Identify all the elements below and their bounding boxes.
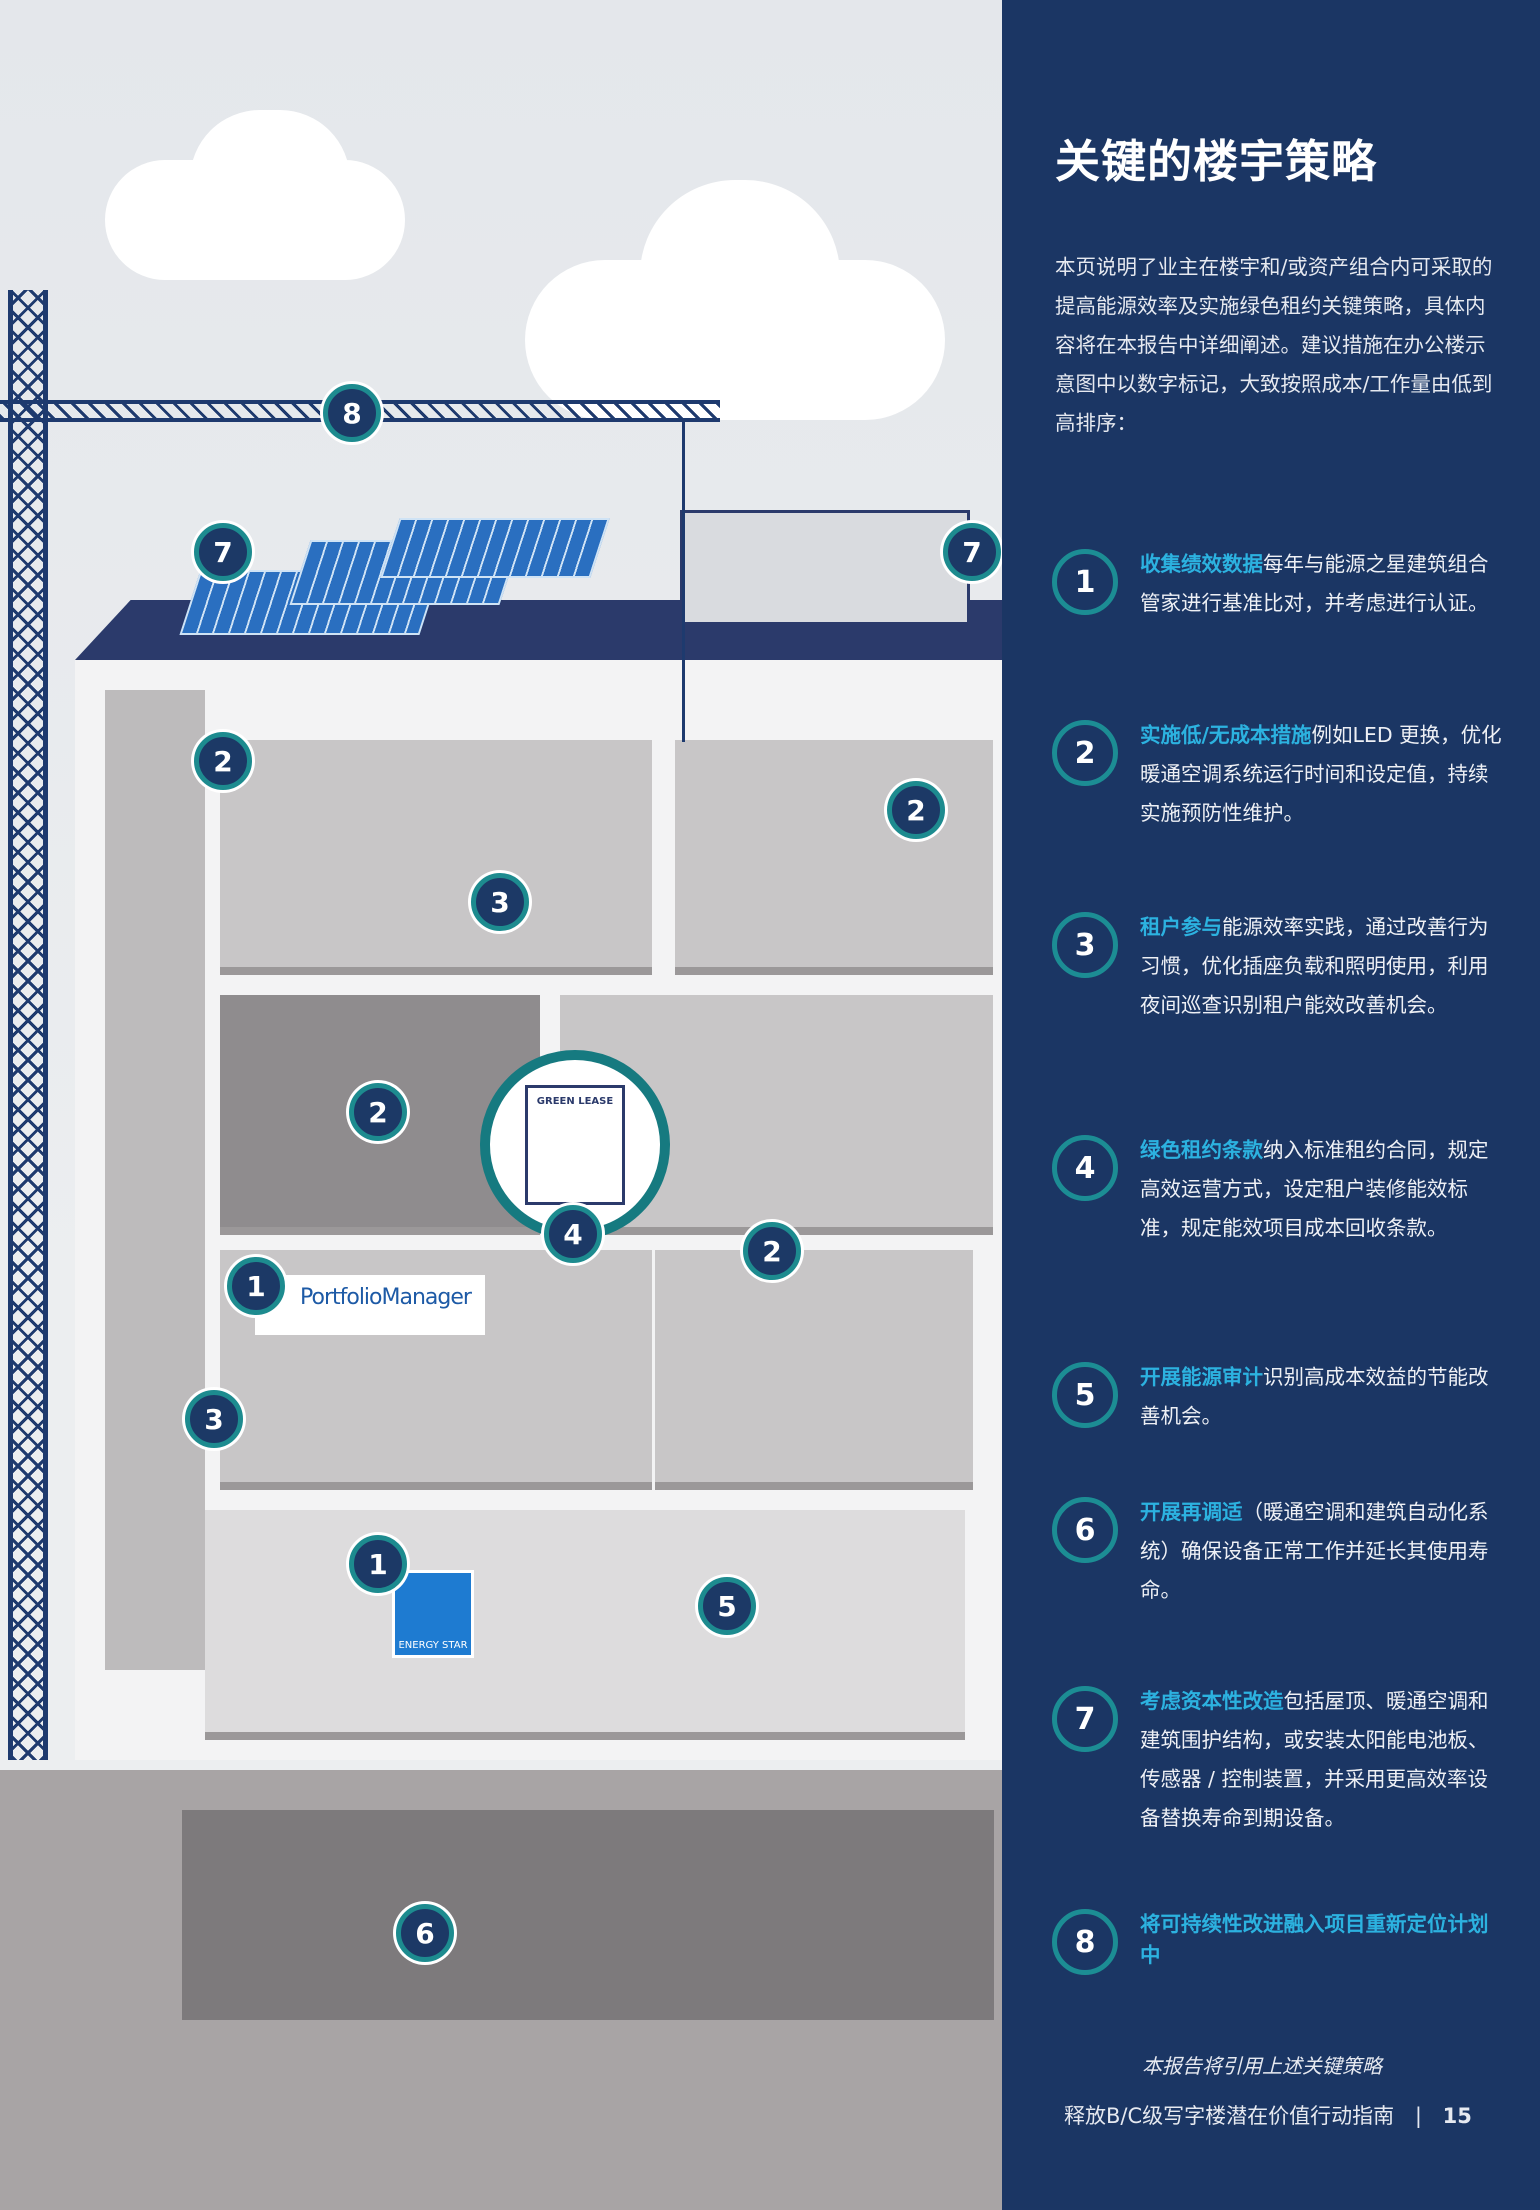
- intro-text: 本页说明了业主在楼宇和/或资产组合内可采取的提高能源效率及实施绿色租约关键策略，…: [1055, 255, 1493, 435]
- strategy-item: 6 开展再调适（暖通空调和建筑自动化系统）确保设备正常工作并延长其使用寿命。: [1052, 1493, 1502, 1610]
- solar-panel: [380, 518, 610, 578]
- marker-5: 5: [698, 1577, 756, 1635]
- cloud: [190, 110, 350, 250]
- number-badge: 2: [1052, 720, 1118, 786]
- number-badge: 1: [1052, 549, 1118, 615]
- marker-1: 1: [349, 1535, 407, 1593]
- item-text: 例如LED 更换，优化暖通空调系统运行时间和设定值，持续实施预防性维护。: [1140, 723, 1502, 825]
- footer-title: 释放B/C级写字楼潜在价值行动指南: [1064, 2104, 1395, 2128]
- item-highlight: 实施低/无成本措施: [1140, 723, 1312, 747]
- strategy-item: 1 收集绩效数据每年与能源之星建筑组合管家进行基准比对，并考虑进行认证。: [1052, 545, 1502, 623]
- building-illustration: GREEN LEASE PortfolioManager ENERGY STAR…: [0, 0, 1002, 2210]
- reference-note: 本报告将引用上述关键策略: [1142, 2054, 1382, 2078]
- marker-2: 2: [743, 1222, 801, 1280]
- page-number: 15: [1442, 2104, 1472, 2128]
- number-badge: 4: [1052, 1135, 1118, 1201]
- marker-4: 4: [544, 1205, 602, 1263]
- basement: [182, 1810, 994, 2020]
- strategy-item: 2 实施低/无成本措施例如LED 更换，优化暖通空调系统运行时间和设定值，持续实…: [1052, 716, 1502, 833]
- green-lease-document: GREEN LEASE: [525, 1085, 625, 1205]
- strategy-item: 7 考虑资本性改造包括屋顶、暖通空调和建筑围护结构，或安装太阳能电池板、传感器 …: [1052, 1682, 1502, 1838]
- number-badge: 8: [1052, 1909, 1118, 1975]
- item-text: 每年与能源之星建筑组合管家进行基准比对，并考虑进行认证。: [1140, 552, 1489, 615]
- cloud: [640, 180, 840, 370]
- item-highlight: 将可持续性改进融入项目重新定位计划中: [1140, 1912, 1489, 1967]
- number-badge: 3: [1052, 912, 1118, 978]
- strategy-item: 8 将可持续性改进融入项目重新定位计划中: [1052, 1905, 1502, 1975]
- number-badge: 6: [1052, 1497, 1118, 1563]
- item-highlight: 开展能源审计: [1140, 1365, 1263, 1389]
- item-highlight: 租户参与: [1140, 915, 1222, 939]
- building-wall: [105, 690, 205, 1670]
- marker-3: 3: [185, 1390, 243, 1448]
- item-text: 纳入标准租约合同，规定高效运营方式，设定租户装修能效标准，规定能效项目成本回收条…: [1140, 1138, 1489, 1240]
- item-text: 识别高成本效益的节能改善机会。: [1140, 1365, 1489, 1428]
- strategy-panel: 关键的楼宇策略 本页说明了业主在楼宇和/或资产组合内可采取的提高能源效率及实施绿…: [1002, 0, 1540, 2210]
- item-text: （暖通空调和建筑自动化系统）确保设备正常工作并延长其使用寿命。: [1140, 1500, 1489, 1602]
- marker-8: 8: [323, 384, 381, 442]
- item-highlight: 收集绩效数据: [1140, 552, 1263, 576]
- crane-cable: [682, 422, 685, 742]
- room-lounge: [675, 740, 993, 975]
- strategy-item: 3 租户参与能源效率实践，通过改善行为习惯，优化插座负载和照明使用，利用夜间巡查…: [1052, 908, 1502, 1025]
- number-badge: 7: [1052, 1686, 1118, 1752]
- room-lobby: [205, 1510, 965, 1740]
- marker-2: 2: [194, 732, 252, 790]
- room-reception: [655, 1250, 973, 1490]
- marker-2: 2: [349, 1083, 407, 1141]
- strategy-item: 4 绿色租约条款纳入标准租约合同，规定高效运营方式，设定租户装修能效标准，规定能…: [1052, 1131, 1502, 1248]
- strategy-item: 5 开展能源审计识别高成本效益的节能改善机会。: [1052, 1358, 1502, 1436]
- item-highlight: 开展再调适: [1140, 1500, 1243, 1524]
- footer-separator: |: [1414, 2104, 1422, 2128]
- marker-1: 1: [227, 1257, 285, 1315]
- number-badge: 5: [1052, 1362, 1118, 1428]
- energy-star-sign: ENERGY STAR: [392, 1570, 474, 1658]
- marker-2: 2: [887, 781, 945, 839]
- footer: 释放B/C级写字楼潜在价值行动指南 | 15: [1064, 2100, 1472, 2130]
- room-office: [220, 740, 652, 975]
- page-title: 关键的楼宇策略: [1055, 135, 1378, 188]
- item-highlight: 考虑资本性改造: [1140, 1689, 1284, 1713]
- item-text: 能源效率实践，通过改善行为习惯，优化插座负载和照明使用，利用夜间巡查识别租户能效…: [1140, 915, 1489, 1017]
- marker-7: 7: [943, 523, 1001, 581]
- crane-mast: [8, 290, 48, 1760]
- hvac-unit: [680, 510, 970, 625]
- portfolio-manager-screen: PortfolioManager: [255, 1275, 485, 1335]
- item-highlight: 绿色租约条款: [1140, 1138, 1263, 1162]
- item-text: 包括屋顶、暖通空调和建筑围护结构，或安装太阳能电池板、传感器 / 控制装置，并采…: [1140, 1689, 1489, 1830]
- marker-6: 6: [396, 1904, 454, 1962]
- marker-7: 7: [194, 523, 252, 581]
- marker-3: 3: [471, 873, 529, 931]
